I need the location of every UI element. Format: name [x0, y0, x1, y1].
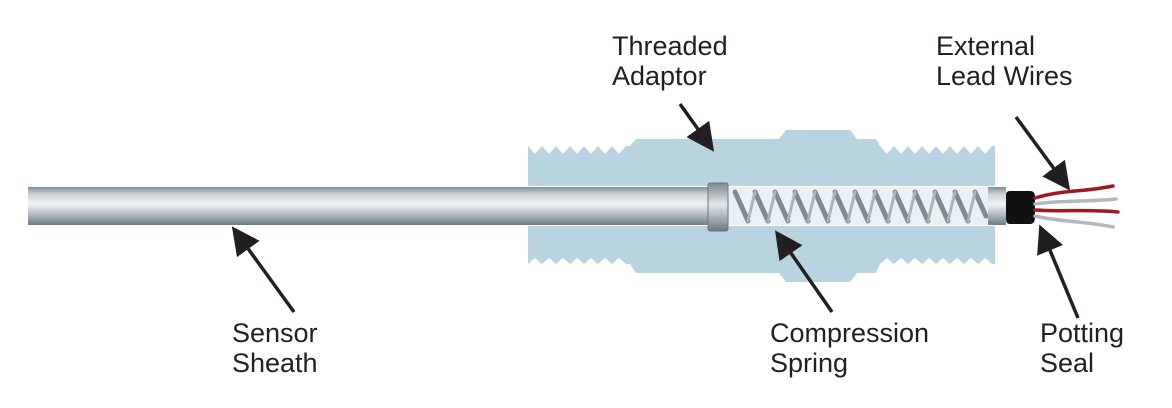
label-line: Compression — [770, 318, 930, 348]
compression-spring — [732, 189, 989, 224]
arrow-icon — [1014, 115, 1071, 191]
label-line: Seal — [1040, 348, 1095, 378]
compression-spring-back — [746, 190, 977, 223]
label-compression-spring: Compression Spring — [770, 318, 929, 378]
sensor-sheath — [28, 187, 728, 225]
label-line: Sensor — [232, 318, 318, 348]
label-threaded-adaptor: Threaded Adaptor — [612, 31, 728, 91]
threaded-adaptor-upper — [528, 130, 995, 186]
label-external-lead-wires: External Lead Wires — [936, 31, 1073, 91]
external-lead-wires — [1033, 184, 1120, 229]
label-line: External — [936, 31, 1036, 61]
sheath-rear — [988, 187, 1006, 225]
sheath-collar — [707, 182, 729, 232]
label-potting-seal: Potting Seal — [1040, 318, 1124, 378]
label-line: Sheath — [232, 348, 318, 378]
label-line: Lead Wires — [936, 61, 1073, 91]
arrow-icon — [678, 102, 715, 152]
threaded-adaptor-lower — [528, 226, 995, 282]
label-line: Adaptor — [612, 61, 707, 91]
arrow-icon — [231, 226, 296, 314]
potting-seal — [1006, 191, 1035, 224]
label-sensor-sheath: Sensor Sheath — [232, 318, 318, 378]
label-line: Threaded — [612, 31, 728, 61]
arrow-icon — [1037, 224, 1080, 319]
arrow-icon — [774, 230, 834, 314]
label-line: Potting — [1040, 318, 1125, 348]
label-line: Spring — [770, 348, 849, 378]
